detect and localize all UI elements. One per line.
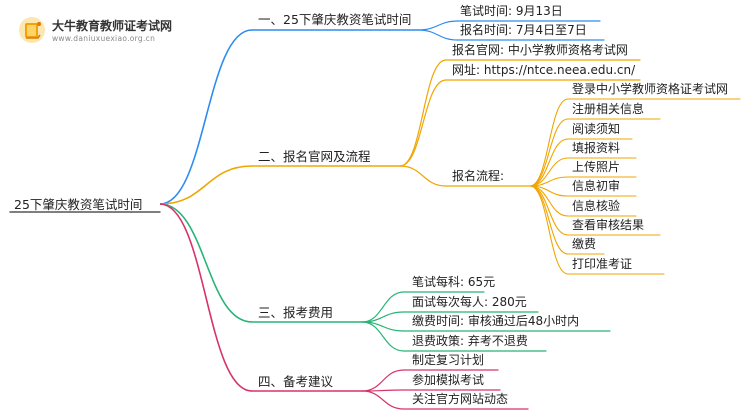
branch-2-label: 二、报名官网及流程 bbox=[258, 149, 371, 164]
branch-1-label: 一、25下肇庆教资笔试时间 bbox=[258, 12, 412, 27]
branch-3-label: 三、报考费用 bbox=[258, 305, 334, 320]
link-root-branch-2 bbox=[159, 165, 253, 205]
link-process-step-1 bbox=[529, 98, 569, 187]
link-process-step-3 bbox=[529, 138, 569, 187]
logo: 大牛教育教师证考试网 www.daniuxuexiao.org.cn bbox=[14, 10, 184, 50]
branch-2-item-3: 报名流程: bbox=[452, 169, 505, 183]
link-process-step-9 bbox=[529, 185, 569, 255]
link-branch-2-item-1 bbox=[399, 59, 447, 167]
book-icon bbox=[19, 17, 45, 43]
process-step-6: 信息初审 bbox=[572, 179, 621, 193]
process-step-9: 缴费 bbox=[572, 237, 597, 251]
branch-3-item-2: 面试每次每人: 280元 bbox=[412, 295, 527, 309]
root-node: 25下肇庆教资笔试时间 bbox=[14, 197, 143, 212]
branch-3-item-1: 笔试每科: 65元 bbox=[412, 275, 496, 289]
process-step-4: 填报资料 bbox=[572, 141, 621, 155]
branch-4-item-2: 参加模拟考试 bbox=[412, 373, 485, 387]
link-branch-1-item-2 bbox=[417, 29, 459, 41]
process-step-5: 上传照片 bbox=[572, 160, 621, 174]
link-branch-4-item-1 bbox=[361, 369, 405, 392]
logo-name: 大牛教育教师证考试网 bbox=[52, 19, 173, 33]
branch-3-item-3: 缴费时间: 审核通过后48小时内 bbox=[412, 314, 580, 328]
branch-1-item-1: 笔试时间: 9月13日 bbox=[460, 4, 563, 18]
process-step-2: 注册相关信息 bbox=[572, 102, 645, 116]
branch-4-item-3: 关注官方网站动态 bbox=[412, 392, 509, 406]
process-step-10: 打印准考证 bbox=[572, 257, 633, 271]
link-process-step-2 bbox=[529, 118, 569, 187]
process-step-7: 信息核验 bbox=[572, 199, 621, 213]
branch-4-item-1: 制定复习计划 bbox=[412, 353, 485, 367]
process-step-8: 查看审核结果 bbox=[572, 218, 645, 232]
link-branch-2-item-2 bbox=[399, 79, 447, 167]
link-branch-2-item-3 bbox=[399, 165, 447, 187]
logo-url: www.daniuxuexiao.org.cn bbox=[52, 34, 156, 43]
process-step-1: 登录中小学教师资格证考试网 bbox=[572, 82, 729, 96]
branch-1-item-2: 报名时间: 7月4日至7日 bbox=[460, 23, 587, 37]
process-step-3: 阅读须知 bbox=[572, 122, 621, 136]
link-branch-3-item-4 bbox=[361, 321, 405, 352]
link-root-branch-4 bbox=[159, 203, 253, 392]
link-branch-4-item-3 bbox=[361, 390, 405, 410]
link-process-step-10 bbox=[529, 185, 569, 275]
branch-2-item-2: 网址: https://ntce.neea.edu.cn/ bbox=[452, 63, 636, 77]
branch-2-item-1: 报名官网: 中小学教师资格考试网 bbox=[452, 43, 628, 57]
link-root-branch-1 bbox=[159, 29, 253, 205]
branch-3-item-4: 退费政策: 弃考不退费 bbox=[412, 334, 528, 348]
branch-4-label: 四、备考建议 bbox=[258, 374, 334, 389]
link-branch-1-item-1 bbox=[417, 20, 459, 31]
link-root-branch-3 bbox=[159, 203, 253, 323]
